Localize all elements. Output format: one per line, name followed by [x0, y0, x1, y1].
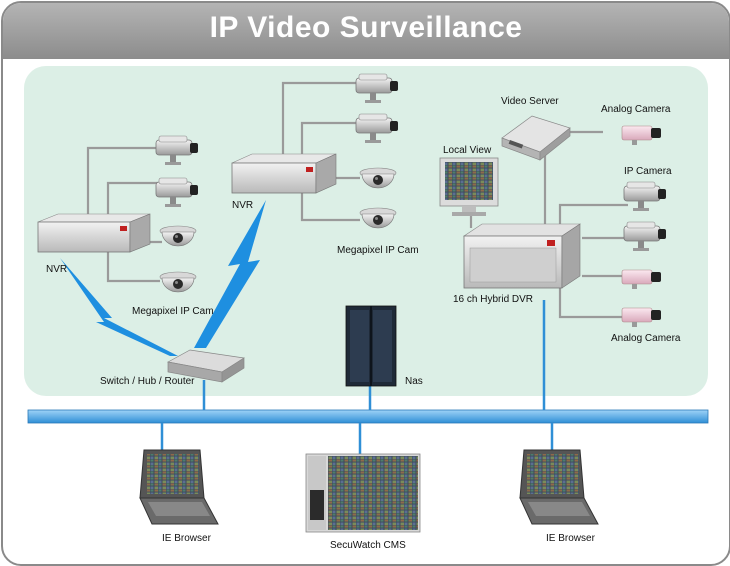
wireless-link-top — [194, 200, 266, 348]
nvr-top — [231, 153, 337, 194]
nas-rack-icon — [345, 305, 397, 387]
laptop-ie-browser-icon — [139, 449, 219, 525]
video-server-label: Video Server — [501, 96, 559, 107]
nvr-left — [37, 213, 151, 253]
diagram-title: IP Video Surveillance — [209, 11, 523, 44]
ie-browser-left-label: IE Browser — [162, 533, 211, 544]
megapixel-top-label: Megapixel IP Cam — [337, 245, 419, 256]
analog-camera-bottom-label: Analog Camera — [611, 333, 681, 344]
video-server-icon — [501, 115, 571, 161]
network-bus — [27, 409, 709, 424]
switch-hub-router-icon — [166, 349, 245, 383]
connection-wires — [86, 81, 628, 319]
ie-browser-right-label: IE Browser — [546, 533, 595, 544]
hybrid-dvr-icon — [463, 223, 581, 289]
cms-screen-icon — [305, 453, 421, 533]
switch-label: Switch / Hub / Router — [100, 376, 195, 387]
local-view-label: Local View — [443, 145, 492, 156]
bus-drops — [160, 300, 554, 454]
title-bar: IP Video Surveillance — [3, 3, 729, 59]
ip-camera-label: IP Camera — [624, 166, 672, 177]
laptop-ie-browser-icon — [519, 449, 599, 525]
nvr-top-label: NVR — [232, 200, 254, 211]
local-view-monitor-icon — [439, 157, 499, 216]
hybrid-dvr-label: 16 ch Hybrid DVR — [453, 294, 534, 305]
analog-camera-top-label: Analog Camera — [601, 104, 671, 115]
nvr-left-label: NVR — [46, 264, 68, 275]
wireless-links — [60, 200, 266, 356]
megapixel-left-label: Megapixel IP Cam — [132, 306, 214, 317]
cms-label: SecuWatch CMS — [330, 540, 406, 551]
nas-label: Nas — [405, 376, 423, 387]
